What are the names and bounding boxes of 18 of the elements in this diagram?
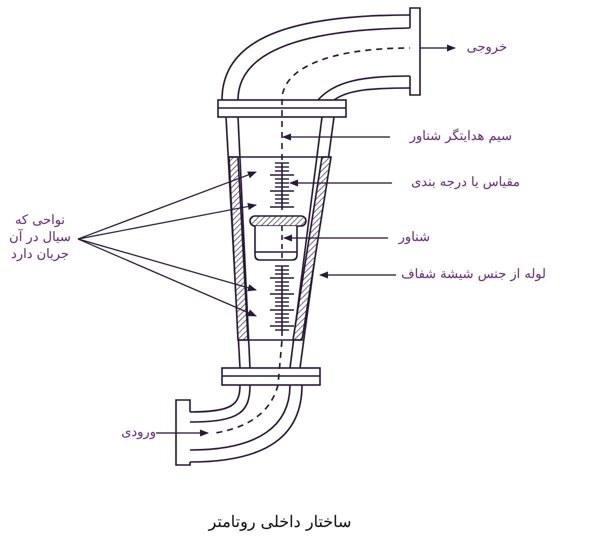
leader-line <box>282 133 390 141</box>
callout-label: لوله از جنس شیشة شفاف <box>396 266 546 284</box>
leader-line <box>78 238 257 292</box>
callout-label: سیم هدایتگر شناور <box>390 128 512 146</box>
callout-label: شناور <box>388 229 430 247</box>
callout-label: خروجی <box>455 39 507 57</box>
callout-label: مقیاس یا درجه بندی <box>392 174 520 192</box>
leader-line <box>319 271 396 279</box>
callout-label: ورودی <box>110 424 156 442</box>
callout-label: نواحی که سیال در آن جریان دارد <box>2 212 78 266</box>
leader-line <box>283 234 388 242</box>
leader-line <box>156 429 209 437</box>
leader-line <box>78 238 257 317</box>
leader-line <box>78 171 257 240</box>
leader-line <box>420 44 456 52</box>
leader-line <box>289 179 392 187</box>
caption: ساختار داخلی روتامتر <box>207 512 352 532</box>
leader-line <box>78 202 257 240</box>
